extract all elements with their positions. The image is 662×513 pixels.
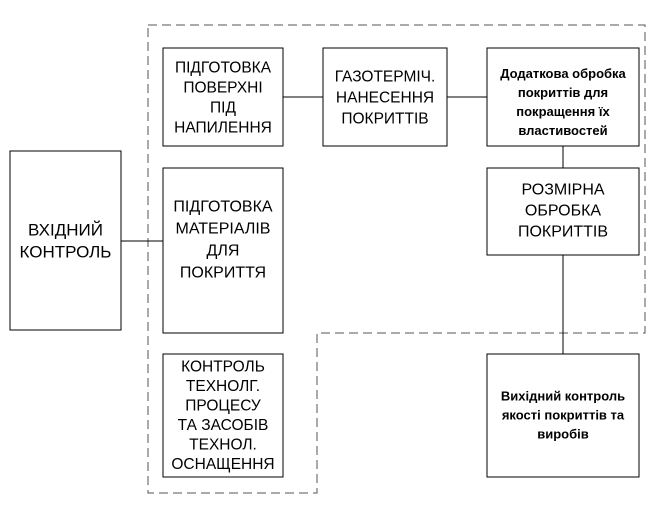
label-line: ОБРОБКА xyxy=(525,203,602,220)
label-line: МАТЕРІАЛІВ xyxy=(176,221,271,238)
surface-prep-box xyxy=(162,47,284,147)
label-line: РОЗМІРНА xyxy=(521,182,604,199)
label-line: НАНЕСЕННЯ xyxy=(336,89,434,106)
label-line: ПОКРИТТЯ xyxy=(180,265,266,282)
output-control-box xyxy=(486,353,640,478)
material-prep-label: ПІДГОТОВКА МАТЕРІАЛІВ ДЛЯ ПОКРИТТЯ xyxy=(173,199,272,282)
connectors xyxy=(121,96,564,354)
label-line: НАПИЛЕННЯ xyxy=(174,119,272,136)
label-line: покращення їх xyxy=(516,104,610,119)
label-line: ТЕХНОЛ. xyxy=(189,437,257,454)
label-line: ПІДГОТОВКА xyxy=(175,59,272,76)
label-line: ОСНАЩЕННЯ xyxy=(171,456,274,473)
extra-treatment-box xyxy=(486,47,640,147)
label-line: властивостей xyxy=(518,123,607,138)
process-control-label: КОНТРОЛЬ ТЕХНОЛГ. ПРОЦЕСУ ТА ЗАСОБІВ ТЕХНОЛ.… xyxy=(171,359,274,474)
label-line: ПРОЦЕСУ xyxy=(185,398,261,415)
label-line: ГАЗОТЕРМІЧ. xyxy=(335,68,436,85)
label-line: ПІДГОТОВКА xyxy=(173,199,272,216)
label-line: Додаткова обробка xyxy=(500,66,626,81)
label-line: виробів xyxy=(537,427,589,442)
label-line: ТЕХНОЛГ. xyxy=(186,378,260,395)
label-line: ПОВЕРХНІ xyxy=(183,79,262,96)
label-line: ПІД xyxy=(210,99,236,116)
material-prep-box xyxy=(162,167,284,334)
input-control-label: ВХІДНИЙ КОНТРОЛЬ xyxy=(20,220,112,261)
label-line: Вихідний контроль xyxy=(501,389,625,404)
label-line: ВХІДНИЙ xyxy=(28,220,103,239)
label-line: КОНТРОЛЬ xyxy=(181,359,265,376)
dimensional-label: РОЗМІРНА ОБРОБКА ПОКРИТТІВ xyxy=(518,182,608,241)
surface-prep-label: ПІДГОТОВКА ПОВЕРХНІ ПІД НАПИЛЕННЯ xyxy=(174,59,272,136)
label-line: ТА ЗАСОБІВ xyxy=(178,417,269,434)
label-line: ДЛЯ xyxy=(207,243,240,260)
dimensional-box xyxy=(486,167,640,256)
thermal-spray-label: ГАЗОТЕРМІЧ. НАНЕСЕННЯ ПОКРИТТІВ xyxy=(335,68,436,127)
label-line: ПОКРИТТІВ xyxy=(518,224,608,241)
label-line: якості покриттів та xyxy=(502,408,625,423)
label-line: ПОКРИТТІВ xyxy=(341,110,428,127)
output-control-label: Вихідний контроль якості покриттів та виро… xyxy=(501,389,625,442)
label-line: покриттів для xyxy=(518,85,608,100)
process-control-box xyxy=(162,353,284,478)
dashed-boundary xyxy=(147,24,646,494)
extra-treatment-label: Додаткова обробка покриттів для покращення… xyxy=(500,66,626,138)
input-control-box xyxy=(9,150,122,331)
thermal-spray-box xyxy=(322,47,448,147)
label-line: КОНТРОЛЬ xyxy=(20,242,112,261)
